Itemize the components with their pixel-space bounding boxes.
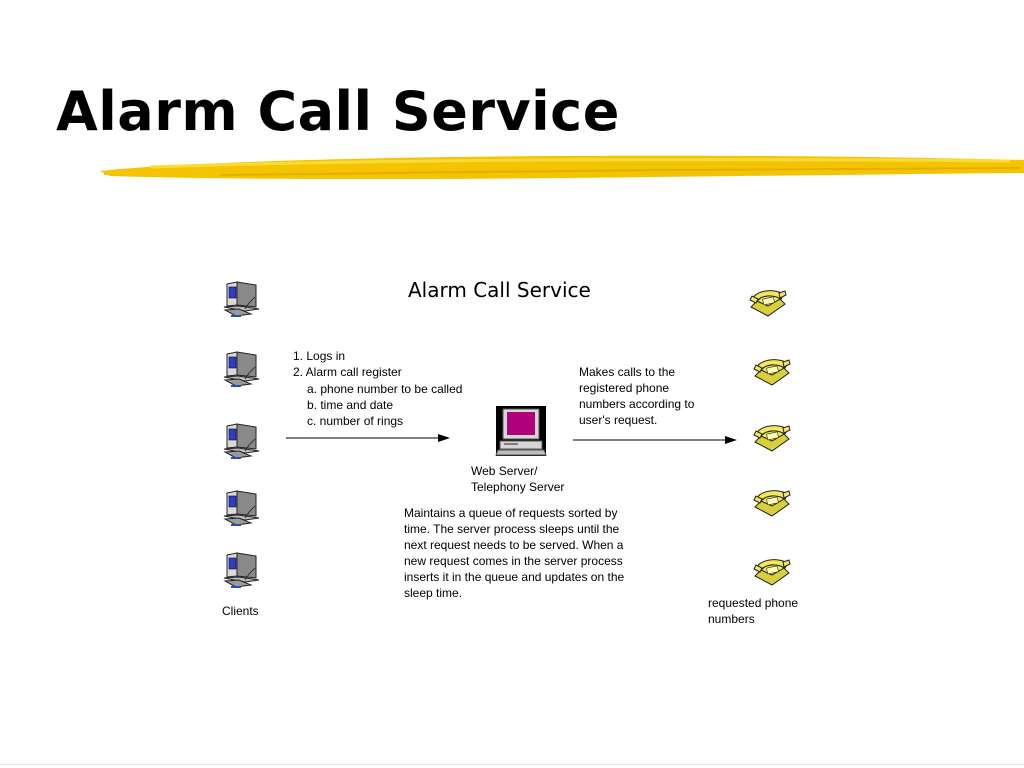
client-computer-icon — [221, 488, 263, 528]
client-step-1: 1. Logs in — [293, 349, 346, 363]
client-step-2b: b. time and date — [307, 398, 394, 412]
server-action-line-4: user's request. — [579, 413, 658, 427]
server-action-line-3: numbers according to — [579, 397, 695, 411]
telephone-icon — [748, 288, 788, 318]
telephone-icon — [752, 488, 792, 518]
slide-title: Alarm Call Service — [56, 80, 620, 143]
client-computer-icon — [221, 550, 263, 590]
telephone-icon — [752, 357, 792, 387]
client-to-server-arrow — [286, 434, 450, 442]
queue-description-line-4: new request comes in the server process — [404, 554, 623, 568]
client-computer-icon — [221, 421, 263, 461]
server-computer-icon — [495, 406, 547, 456]
telephone-icon — [752, 557, 792, 587]
queue-description-line-5: inserts it in the queue and updates on t… — [404, 570, 625, 584]
server-action-line-2: registered phone — [579, 381, 670, 395]
phones-label-line-2: numbers — [708, 612, 755, 626]
footer-divider — [0, 764, 1024, 765]
diagram-title: Alarm Call Service — [408, 278, 591, 302]
client-step-2: 2. Alarm call register — [293, 365, 402, 379]
client-computer-icon — [221, 279, 263, 319]
yellow-highlight-stroke — [100, 155, 1024, 180]
queue-description-line-3: next request needs to be served. When a — [404, 538, 624, 552]
server-label-line-1: Web Server/ — [471, 464, 538, 478]
clients-label: Clients — [222, 604, 259, 618]
queue-description-line-1: Maintains a queue of requests sorted by — [404, 506, 618, 520]
server-label-line-2: Telephony Server — [471, 480, 565, 494]
queue-description-line-2: time. The server process sleeps until th… — [404, 522, 620, 536]
server-to-phones-arrow — [573, 436, 737, 444]
client-step-2a: a. phone number to be called — [307, 382, 463, 396]
phones-label-line-1: requested phone — [708, 596, 799, 610]
client-computer-icon — [221, 349, 263, 389]
telephone-icon — [752, 423, 792, 453]
queue-description-line-6: sleep time. — [404, 586, 463, 600]
server-action-line-1: Makes calls to the — [579, 365, 676, 379]
client-step-2c: c. number of rings — [307, 414, 404, 428]
